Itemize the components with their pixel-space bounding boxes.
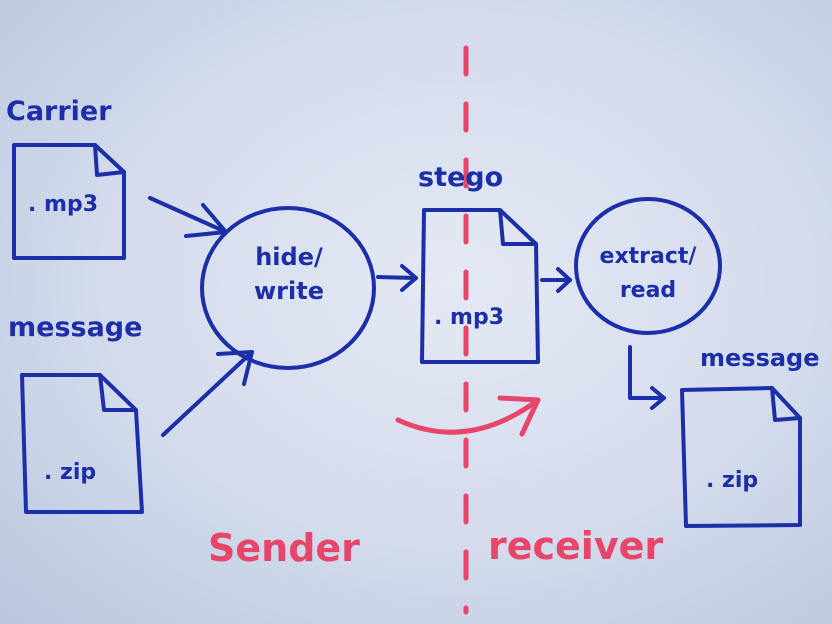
sender-label: Sender bbox=[208, 526, 360, 570]
stego-file-icon bbox=[420, 208, 540, 364]
extract-process-line1: extract/ bbox=[599, 244, 697, 269]
stego-extension: . mp3 bbox=[434, 305, 504, 330]
transfer-curved-arrow bbox=[395, 395, 541, 437]
arrow-extract-to-message bbox=[628, 345, 666, 410]
arrow-hide-to-stego bbox=[376, 264, 418, 292]
carrier-extension: . mp3 bbox=[28, 192, 98, 217]
hide-process-line1: hide/ bbox=[255, 243, 323, 271]
arrow-stego-to-extract bbox=[540, 267, 572, 293]
message-output-title: message bbox=[700, 344, 820, 372]
message-output-file-icon bbox=[680, 386, 802, 528]
hide-process-label: hide/ write bbox=[214, 240, 364, 308]
message-input-extension: . zip bbox=[44, 460, 97, 485]
message-input-file-icon bbox=[20, 373, 144, 514]
extract-read-process-circle bbox=[574, 197, 722, 335]
hide-process-line2: write bbox=[254, 277, 324, 305]
carrier-title: Carrier bbox=[6, 96, 112, 127]
hide-write-process-circle bbox=[200, 206, 376, 370]
extract-process-line2: read bbox=[619, 278, 677, 303]
message-input-title: message bbox=[8, 312, 143, 343]
receiver-label: receiver bbox=[488, 524, 664, 568]
extract-process-label: extract/ read bbox=[578, 240, 718, 308]
carrier-file-icon bbox=[12, 143, 126, 260]
arrow-message-to-hide bbox=[161, 350, 254, 437]
stego-title: stego bbox=[418, 162, 504, 193]
message-output-extension: . zip bbox=[706, 468, 759, 493]
arrow-carrier-to-hide bbox=[148, 196, 228, 238]
